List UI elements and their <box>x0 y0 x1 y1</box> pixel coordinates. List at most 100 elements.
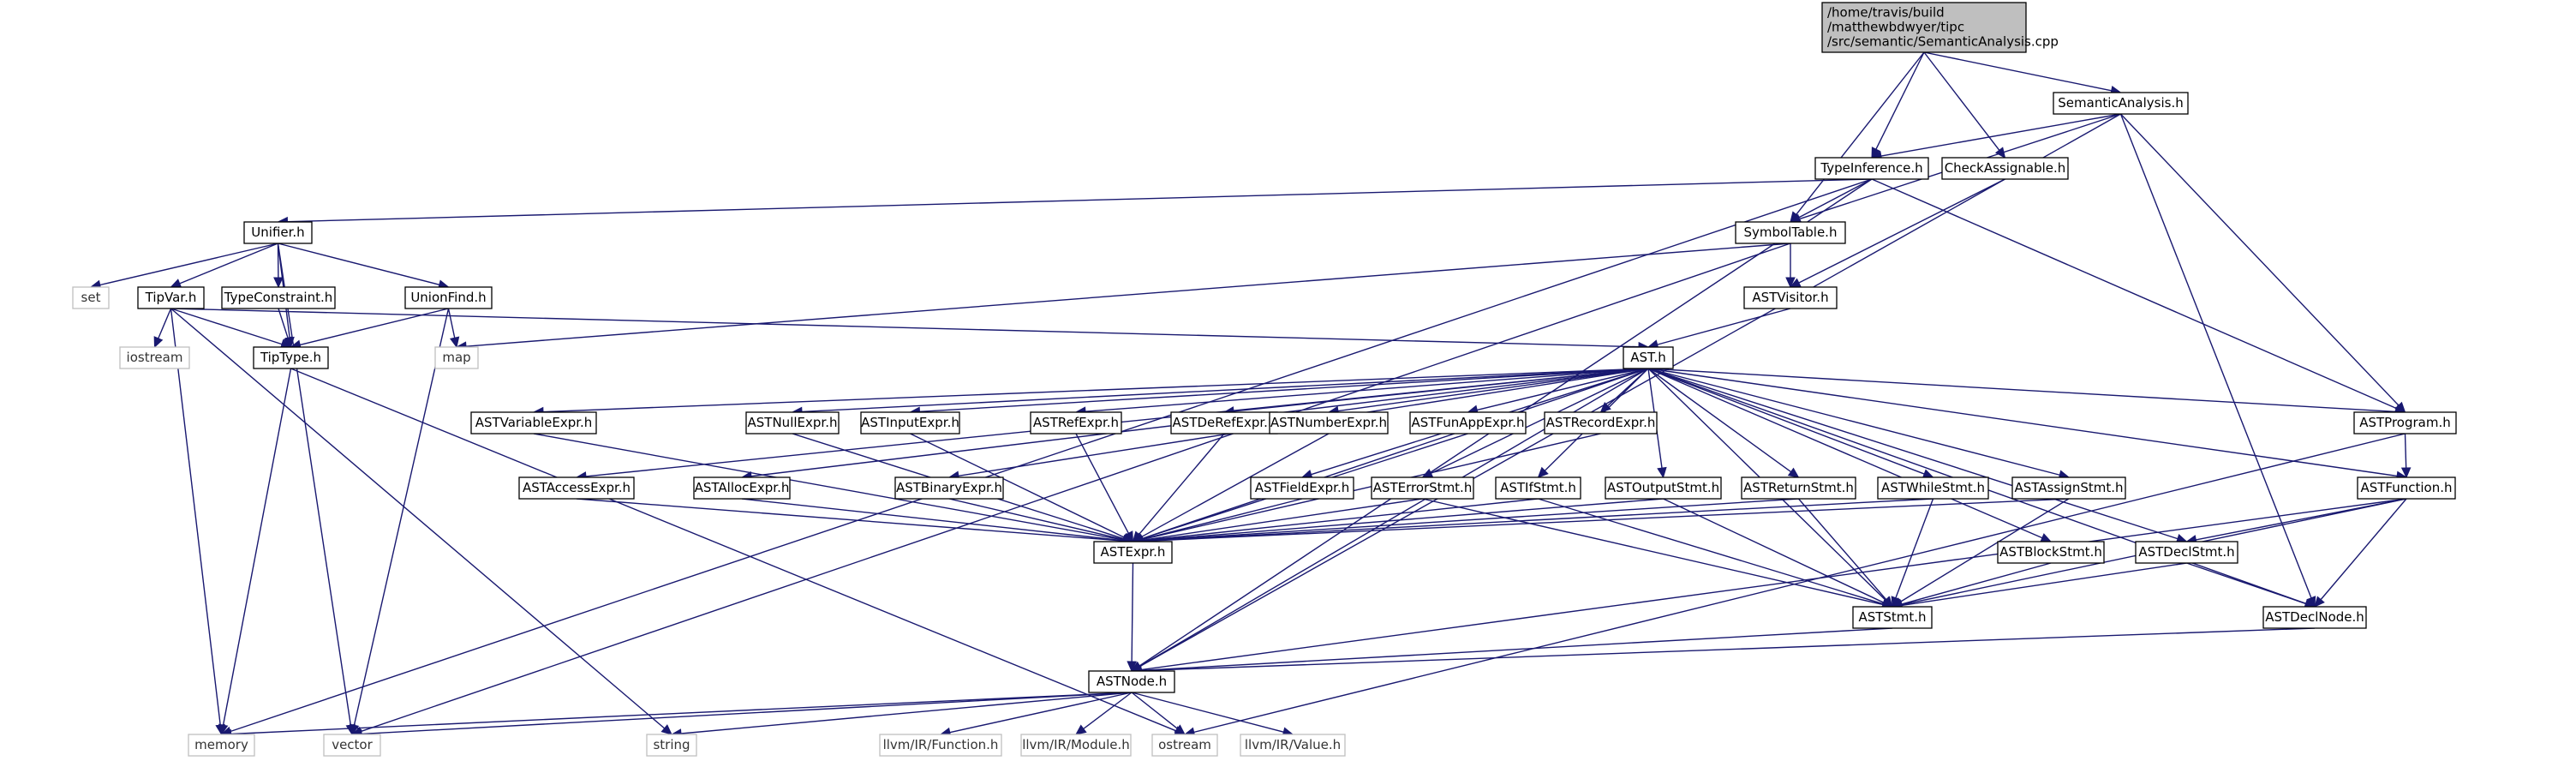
edge-ASTExpr-to-ASTNode <box>1127 562 1137 673</box>
node-box <box>434 346 479 369</box>
node-vector: vector <box>323 734 381 757</box>
node-box <box>1240 734 1346 757</box>
node-label: ASTBlockStmt.h <box>1999 544 2102 560</box>
node-ASTAccessExpr[interactable]: ASTAccessExpr.h <box>518 476 635 500</box>
node-label: SymbolTable.h <box>1744 225 1838 240</box>
edge-line <box>179 243 278 285</box>
node-ASTFieldExpr[interactable]: ASTFieldExpr.h <box>1250 476 1354 500</box>
edge-line <box>361 243 1791 733</box>
node-SymbolTable[interactable]: SymbolTable.h <box>1735 221 1846 244</box>
node-map: map <box>434 346 479 369</box>
node-ASTAssignStmt[interactable]: ASTAssignStmt.h <box>2011 476 2126 500</box>
edge-ASTNode-to-vector <box>350 692 1133 740</box>
edge-line <box>1647 368 2043 539</box>
edge-line <box>290 368 1177 732</box>
edge-line <box>2186 562 2306 605</box>
node-label: ASTIfStmt.h <box>1500 480 1576 495</box>
edge-line <box>1131 562 1134 662</box>
node-ASTStmt[interactable]: ASTStmt.h <box>1852 606 1933 629</box>
node-box <box>137 286 205 309</box>
node-AST[interactable]: AST.h <box>1623 346 1674 369</box>
node-ASTAllocExpr[interactable]: ASTAllocExpr.h <box>693 476 791 500</box>
node-Unifier[interactable]: Unifier.h <box>243 221 313 244</box>
node-ASTFunction[interactable]: ASTFunction.h <box>2357 476 2456 500</box>
edge-line <box>1797 498 1887 601</box>
edge-arrowhead <box>170 279 182 289</box>
node-TypeConstraint[interactable]: TypeConstraint.h <box>221 286 336 309</box>
node-ASTNullExpr[interactable]: ASTNullExpr.h <box>745 411 840 434</box>
edge-line <box>1142 498 2070 542</box>
node-ASTDeRefExpr[interactable]: ASTDeRefExpr.h <box>1170 411 1278 434</box>
edge-arrowhead <box>153 336 164 349</box>
node-ASTExpr[interactable]: ASTExpr.h <box>1093 541 1173 564</box>
node-ASTNumberExpr[interactable]: ASTNumberExpr.h <box>1269 411 1389 434</box>
node-label: ASTReturnStmt.h <box>1743 480 1854 495</box>
node-ASTReturnStmt[interactable]: ASTReturnStmt.h <box>1741 476 1856 500</box>
edge-arrowhead <box>1127 661 1137 673</box>
node-CheckAssignable[interactable]: CheckAssignable.h <box>1941 157 2069 180</box>
edge-ASTNode-to-llvmModule <box>1075 692 1133 735</box>
node-label: vector <box>332 737 373 752</box>
node-label: ASTWhileStmt.h <box>1881 480 1985 495</box>
node-ASTDeclStmt[interactable]: ASTDeclStmt.h <box>2135 541 2238 564</box>
node-box <box>1941 157 2069 180</box>
node-box <box>1088 670 1175 693</box>
node-ASTNode[interactable]: ASTNode.h <box>1088 670 1175 693</box>
node-ASTWhileStmt[interactable]: ASTWhileStmt.h <box>1877 476 1989 500</box>
edge-line <box>1193 433 2406 734</box>
node-ASTRecordExpr[interactable]: ASTRecordExpr.h <box>1544 411 1658 434</box>
edge-AST-to-ASTFunction <box>1647 368 2408 482</box>
node-memory: memory <box>188 734 255 757</box>
edge-line <box>1083 692 1133 729</box>
node-ASTRefExpr[interactable]: ASTRefExpr.h <box>1030 411 1122 434</box>
edge-TipVar-to-iostream <box>153 308 172 349</box>
node-label: llvm/IR/Module.h <box>1022 737 1130 752</box>
node-label: UnionFind.h <box>410 290 486 305</box>
edge-line <box>1798 178 1873 219</box>
node-ASTErrorStmt[interactable]: ASTErrorStmt.h <box>1371 476 1474 500</box>
node-label: ASTRefExpr.h <box>1033 415 1119 430</box>
node-ASTVisitor[interactable]: ASTVisitor.h <box>1743 286 1838 309</box>
node-TipType[interactable]: TipType.h <box>253 346 329 369</box>
node-label: ASTNode.h <box>1097 674 1167 689</box>
node-ASTProgram[interactable]: ASTProgram.h <box>2353 411 2457 434</box>
edge-SymbolTable-to-ASTVisitor <box>1785 243 1796 289</box>
edge-line <box>1142 498 1799 542</box>
node-llvmModule: llvm/IR/Module.h <box>1020 734 1132 757</box>
node-UnionFind[interactable]: UnionFind.h <box>404 286 493 309</box>
edge-line <box>919 368 1649 413</box>
edge-arrowhead <box>2040 533 2053 542</box>
node-TipVar[interactable]: TipVar.h <box>137 286 205 309</box>
node-ASTIfStmt[interactable]: ASTIfStmt.h <box>1495 476 1581 500</box>
node-box <box>1877 476 1989 500</box>
edge-line <box>2119 113 2312 599</box>
edge-line <box>278 308 289 339</box>
node-ASTVariableExpr[interactable]: ASTVariableExpr.h <box>470 411 597 434</box>
node-box <box>1269 411 1389 434</box>
node-SemanticAnalysis[interactable]: SemanticAnalysis.h <box>2053 92 2189 115</box>
node-ASTFunAppExpr[interactable]: ASTFunAppExpr.h <box>1409 411 1527 434</box>
edge-line <box>1140 627 2316 672</box>
edge-line <box>230 178 1873 733</box>
node-root[interactable]: /home/travis/build/matthewbdwyer/tipc/sr… <box>1821 2 2059 53</box>
node-label: TipType.h <box>260 350 321 365</box>
node-ASTInputExpr[interactable]: ASTInputExpr.h <box>860 411 960 434</box>
node-ASTBinaryExpr[interactable]: ASTBinaryExpr.h <box>894 476 1004 500</box>
edge-line <box>1141 498 1303 540</box>
node-label: SemanticAnalysis.h <box>2058 95 2183 111</box>
edge-UnionFind-to-vector <box>349 308 450 736</box>
node-label: llvm/IR/Function.h <box>883 737 999 752</box>
edge-arrowhead <box>273 277 284 289</box>
edge-ASTReturnStmt-to-ASTStmt <box>1797 498 1893 608</box>
edge-line <box>741 498 1124 542</box>
node-TypeInference[interactable]: TypeInference.h <box>1814 157 1929 180</box>
node-label: ASTRecordExpr.h <box>1546 415 1656 430</box>
node-label: ASTDeRefExpr.h <box>1173 415 1276 430</box>
node-box <box>2011 476 2126 500</box>
node-ASTBlockStmt[interactable]: ASTBlockStmt.h <box>1997 541 2105 564</box>
edge-SemanticAnalysis-to-ASTProgram <box>2119 113 2406 413</box>
edge-line <box>278 243 440 285</box>
node-ASTOutputStmt[interactable]: ASTOutputStmt.h <box>1605 476 1722 500</box>
node-ASTDeclNode[interactable]: ASTDeclNode.h <box>2262 606 2367 629</box>
